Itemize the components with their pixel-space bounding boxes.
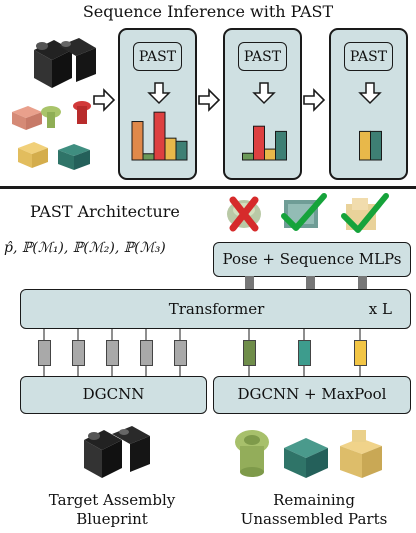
inference-stage-1: PAST [118,28,197,180]
blueprint-token [38,340,51,366]
blueprint-point-cloud [34,38,96,88]
probability-bar-chart [131,111,188,161]
part-token-green [243,340,256,366]
inference-stage-3: PAST [329,28,408,180]
flow-arrow-1 [93,88,116,112]
probability-bar [153,111,166,161]
part-yellow-block [18,142,48,168]
transformer-label: Transformer [168,300,265,318]
input-parts-illustration [12,38,96,170]
parts-caption-line2: Unassembled Parts [240,510,388,528]
down-arrow-icon [252,82,276,105]
probability-bar [164,137,177,161]
down-arrow-icon [358,82,382,105]
down-arrow-icon [147,82,171,105]
pose-sequence-mlps-block: Pose + Sequence MLPs [213,242,411,277]
output-formula: p̂, ℙ(ℳ₁), ℙ(ℳ₂), ℙ(ℳ₃) [4,240,166,256]
probability-bar [275,130,287,161]
part-green-screw [235,430,269,477]
probability-bar-chart [242,125,287,161]
part-red-peg [73,101,91,124]
past-model-box: PAST [133,42,182,71]
past-model-box: PAST [344,42,393,71]
probability-bar [370,130,382,161]
part-green-screw [41,106,61,128]
past-model-box: PAST [238,42,287,71]
section-divider [0,186,416,189]
token-connectors [43,329,361,376]
probability-bar [131,121,144,161]
check-icon [281,193,327,231]
probability-bar-chart [359,130,382,161]
architecture-title: PAST Architecture [30,202,180,221]
part-teal-block [58,144,90,170]
check-icon [341,193,389,233]
dgcnn-block: DGCNN [20,376,207,414]
probability-bar [242,152,254,161]
blueprint-point-cloud-bottom [84,426,150,478]
flow-arrows [93,88,326,112]
unassembled-parts-bottom [235,430,382,478]
connectors-mlp [245,276,367,289]
blueprint-token [140,340,153,366]
inference-stage-2: PAST [223,28,302,180]
blueprint-caption-line1: Target Assembly [48,491,176,509]
probability-bar [253,125,265,161]
probability-bar [142,153,155,161]
part-pink-block [12,106,42,130]
sequence-inference-title: Sequence Inference with PAST [82,2,334,21]
part-teal-block [284,438,328,478]
part-yellow-block [340,430,382,478]
part-token-yellow [354,340,367,366]
transformer-block: Transformer x L [20,289,411,329]
probability-bar [175,140,188,161]
flow-arrow-2 [198,88,221,112]
flow-arrow-3 [303,88,326,112]
reject-icon [227,196,261,232]
layer-repeat-label: x L [368,300,392,318]
probability-bar [359,130,371,161]
blueprint-token [174,340,187,366]
parts-caption-line1: Remaining [273,491,355,509]
part-token-teal [298,340,311,366]
blueprint-token [72,340,85,366]
dgcnn-maxpool-block: DGCNN + MaxPool [213,376,411,414]
blueprint-caption-line2: Blueprint [76,510,148,528]
blueprint-token [106,340,119,366]
probability-bar [264,148,276,161]
verdict-row [227,193,389,233]
